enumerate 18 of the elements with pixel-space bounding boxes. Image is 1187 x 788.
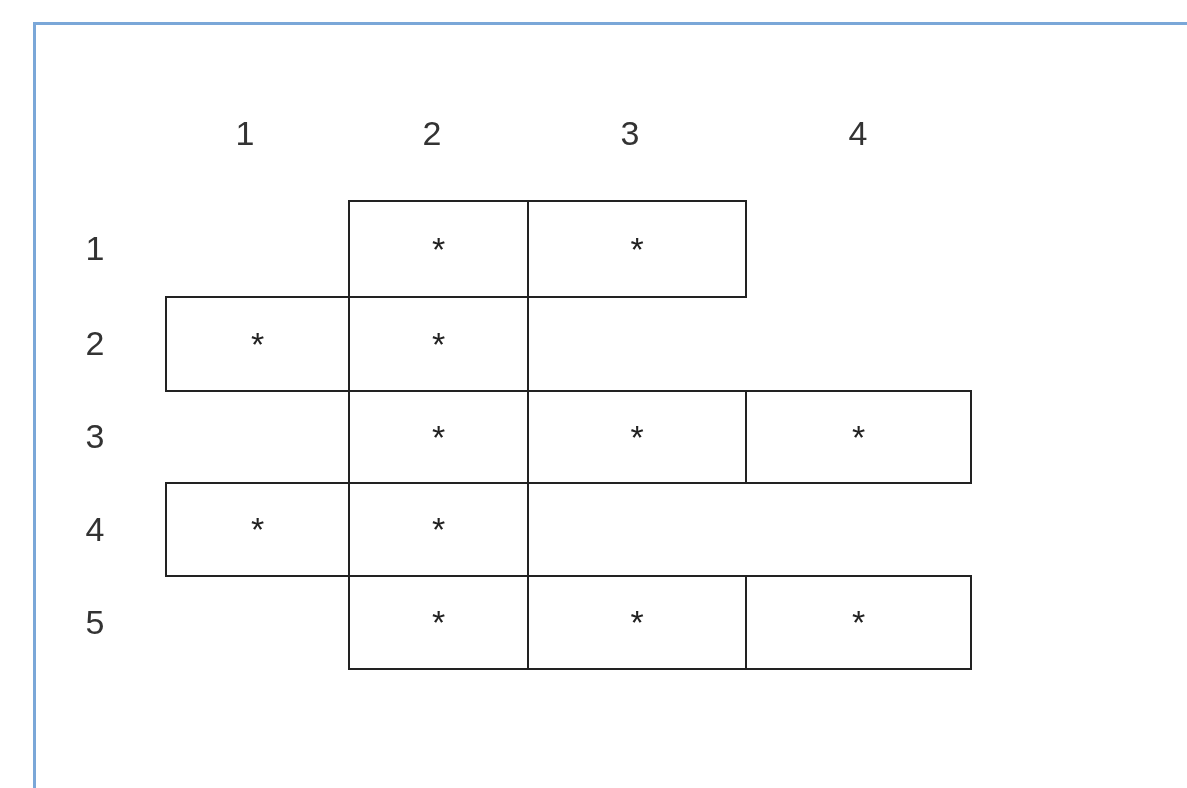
table-cell: * [165,482,350,577]
table-cell: * [527,200,747,298]
table-cell: * [348,575,529,670]
table-cell: * [348,200,529,298]
table-cell: * [165,296,350,392]
row-number: 3 [84,419,106,453]
column-number: 1 [234,116,256,150]
row-number: 5 [84,604,106,639]
table-cell: * [527,575,747,670]
table-cell: * [745,575,972,670]
column-number: 4 [847,116,869,150]
row-number: 1 [84,231,106,265]
table-cell: * [745,390,972,484]
row-number: 2 [84,326,106,360]
table-cell: * [527,390,747,484]
column-number: 3 [619,116,641,150]
column-number: 2 [421,116,443,150]
row-number: 4 [84,511,106,546]
